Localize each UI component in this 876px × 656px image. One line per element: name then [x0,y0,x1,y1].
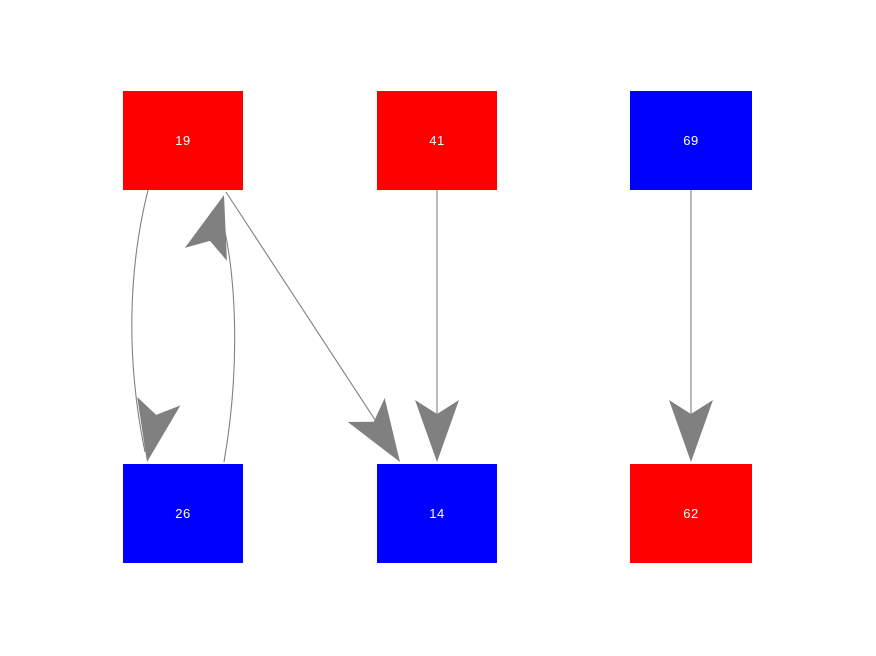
graph-node-41[interactable]: 41 [377,91,497,190]
node-label: 41 [429,133,445,148]
edge-lines [131,189,692,463]
arrowhead-19-14 [347,398,419,474]
graph-node-62[interactable]: 62 [630,464,752,563]
edge-19-26 [131,189,149,453]
edge-19-14 [225,191,399,456]
graph-node-19[interactable]: 19 [123,91,243,190]
graph-node-69[interactable]: 69 [630,91,752,190]
graph-node-26[interactable]: 26 [123,464,243,563]
arrowhead-19-26 [125,396,181,467]
node-label: 62 [683,506,699,521]
node-label: 19 [175,133,191,148]
arrowhead-26-19 [184,188,246,261]
node-label: 14 [429,506,445,521]
edge-arrowheads [125,188,713,474]
node-label: 26 [175,506,191,521]
graph-node-14[interactable]: 14 [377,464,497,563]
node-label: 69 [683,133,699,148]
